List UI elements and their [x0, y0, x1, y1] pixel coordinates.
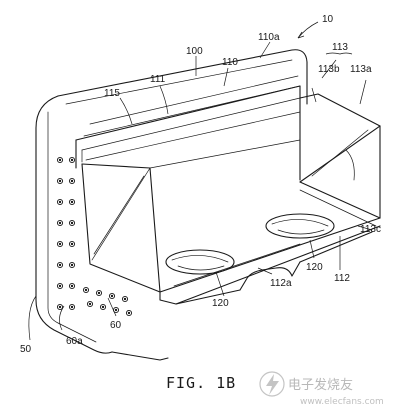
perforation-hole-inner — [58, 242, 62, 246]
case-body — [35, 49, 308, 361]
ref-111: 111 — [150, 74, 166, 85]
ref-60: 60 — [110, 320, 122, 331]
perforation-hole-inner — [58, 284, 62, 288]
perforation-hole-inner — [84, 288, 88, 292]
perforation-hole-inner — [127, 311, 131, 315]
ref-115: 115 — [104, 88, 120, 99]
perforation-holes — [56, 156, 133, 317]
base-tray — [159, 217, 381, 305]
perforation-hole-inner — [101, 305, 105, 309]
leader-lines — [28, 21, 373, 341]
perforation-hole-inner — [58, 200, 62, 204]
reference-numerals: 10 110a 110 100 115 111 113 113b 113a 11… — [20, 14, 381, 355]
perforation-hole-inner — [58, 179, 62, 183]
ref-113c: 113c — [360, 224, 381, 235]
ref-112: 112 — [334, 273, 350, 284]
openings — [165, 213, 335, 275]
ref-50: 50 — [20, 344, 32, 355]
ref-113a: 113a — [350, 64, 372, 75]
perforation-hole-inner — [123, 297, 127, 301]
perforation-hole-inner — [114, 308, 118, 312]
perforation-hole-inner — [70, 284, 74, 288]
ref-100: 100 — [186, 46, 203, 57]
ref-10: 10 — [322, 14, 334, 25]
lightning-bolt-logo-icon — [259, 371, 285, 397]
right-compartment — [299, 93, 381, 227]
ref-110a: 110a — [258, 32, 280, 43]
perforation-hole-inner — [70, 242, 74, 246]
perforation-hole-inner — [70, 179, 74, 183]
ref-120-right: 120 — [306, 262, 323, 273]
left-flap — [81, 163, 161, 293]
ref-110: 110 — [222, 57, 238, 68]
perforation-hole-inner — [70, 158, 74, 162]
perforation-hole-inner — [58, 158, 62, 162]
perforation-hole-inner — [58, 263, 62, 267]
watermark-url: www.elecfans.com — [300, 397, 384, 407]
perforation-hole-inner — [110, 294, 114, 298]
inner-tray — [75, 75, 301, 181]
perforation-hole-inner — [70, 305, 74, 309]
watermark-text: 电子发烧友 — [288, 377, 353, 393]
ref-120-left: 120 — [212, 298, 229, 309]
ref-112a: 112a — [270, 278, 292, 289]
perforation-hole-inner — [70, 221, 74, 225]
figure-caption: FIG. 1B — [166, 374, 236, 392]
perforation-hole-inner — [97, 291, 101, 295]
perforation-hole-inner — [88, 302, 92, 306]
perforation-hole-inner — [58, 221, 62, 225]
watermark: 电子发烧友 www.elecfans.com — [259, 371, 384, 407]
ref-113b: 113b — [318, 64, 340, 75]
perforation-hole-inner — [58, 305, 62, 309]
ref-60a: 60a — [66, 336, 83, 347]
perforation-hole-inner — [70, 263, 74, 267]
perforation-hole-inner — [70, 200, 74, 204]
ref-113: 113 — [332, 42, 348, 53]
